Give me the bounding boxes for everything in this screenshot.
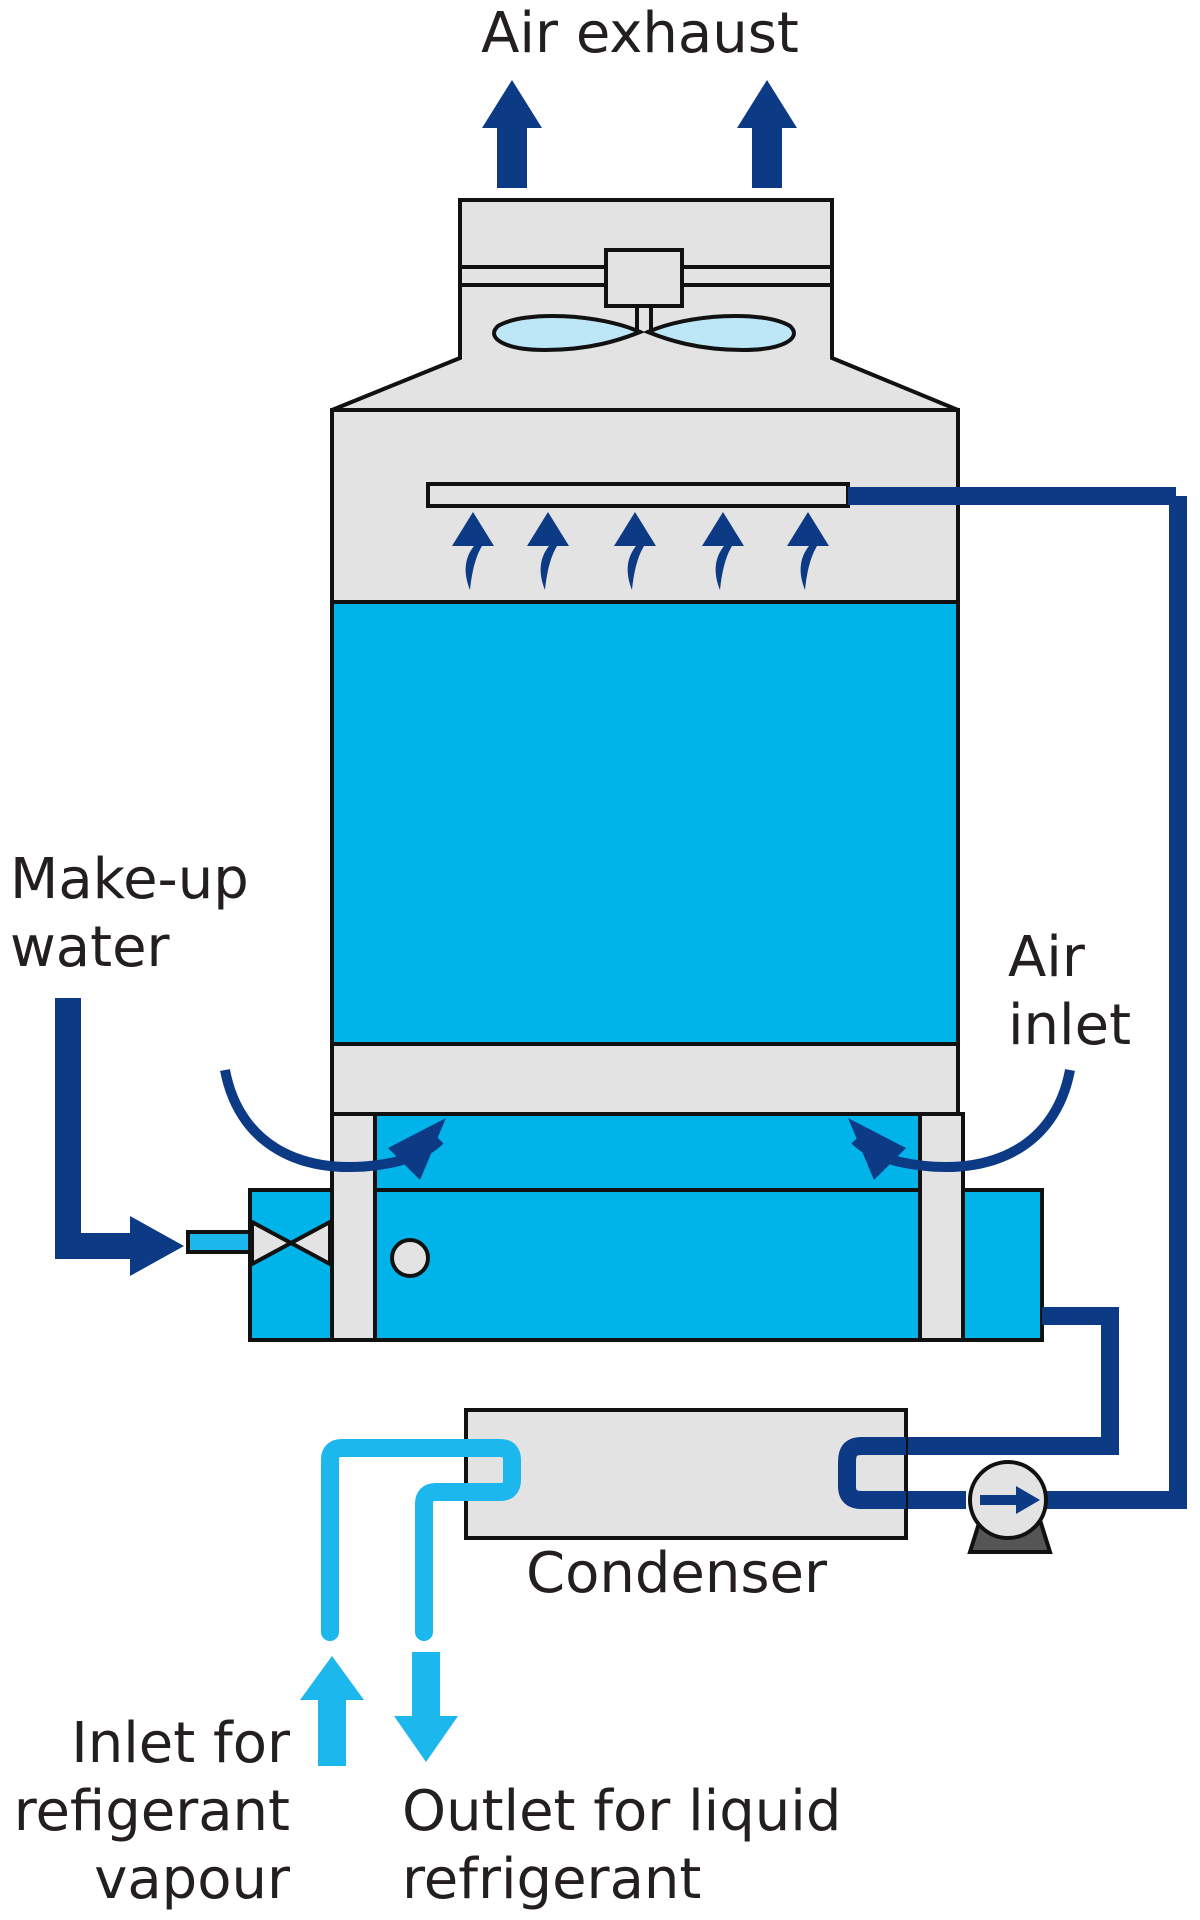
outlet-refrigerant-arrow [394, 1652, 458, 1762]
motor-icon [604, 248, 684, 330]
pump-icon [967, 1460, 1053, 1554]
exhaust-arrow-right [737, 80, 797, 188]
air-inlet-arrowheads [388, 1118, 906, 1180]
spray-nozzle-1 [452, 512, 494, 590]
refrigerant-vapour-line [321, 1439, 521, 1641]
leg-left [330, 1112, 377, 1342]
air-inlet-label: Air inlet [1008, 924, 1131, 1060]
water-basin [248, 1188, 1044, 1342]
tower-lower-band [330, 1042, 960, 1116]
spray-nozzle-3 [614, 512, 656, 590]
fan-icon [492, 314, 796, 353]
makeup-water-arrow [55, 998, 140, 1259]
outlet-refrigerant-label-line1: Outlet for liquid [402, 1779, 842, 1844]
tower-legs [330, 1112, 965, 1342]
spray-nozzle-2 [527, 512, 569, 590]
condenser-coil-water-inner [838, 1437, 906, 1509]
spray-nozzle-icon [452, 512, 829, 590]
condenser-label: Condenser [526, 1541, 827, 1606]
condenser-box [464, 1408, 908, 1540]
air-exhaust-arrows [482, 80, 797, 188]
air-inlet-label-line2: inlet [1008, 993, 1132, 1058]
air-inlet-label-line1: Air [1008, 925, 1085, 990]
makeup-water-label-line2: water [10, 915, 170, 980]
inlet-refrigerant-label-line2: refigerant [13, 1779, 290, 1844]
makeup-water-pipe [186, 1230, 252, 1254]
spray-nozzle-5 [787, 512, 829, 590]
pump-discharge-pipe [1040, 496, 1187, 1509]
inlet-refrigerant-label: Inlet for refigerant vapour [0, 1710, 290, 1914]
fill-media [330, 600, 960, 1046]
inlet-refrigerant-label-line3: vapour [94, 1847, 290, 1912]
exhaust-arrow-left [482, 80, 542, 188]
inlet-refrigerant-label-line1: Inlet for [71, 1711, 290, 1776]
outlet-refrigerant-label: Outlet for liquid refrigerant [402, 1778, 841, 1914]
inlet-refrigerant-arrow [300, 1656, 364, 1766]
float-icon [390, 1238, 430, 1278]
air-exhaust-label: Air exhaust [481, 1, 799, 66]
air-inlet-zone [373, 1112, 922, 1192]
basin-outlet-pipe [862, 1307, 1119, 1455]
makeup-water-label: Make-up water [10, 846, 249, 982]
outlet-refrigerant-label-line2: refrigerant [402, 1847, 702, 1912]
makeup-water-arrowhead [130, 1216, 184, 1276]
makeup-water-label-line1: Make-up [10, 847, 249, 912]
spray-header [426, 482, 850, 508]
spray-nozzle-4 [702, 512, 744, 590]
leg-right [918, 1112, 965, 1342]
valve-icon [250, 1218, 332, 1268]
